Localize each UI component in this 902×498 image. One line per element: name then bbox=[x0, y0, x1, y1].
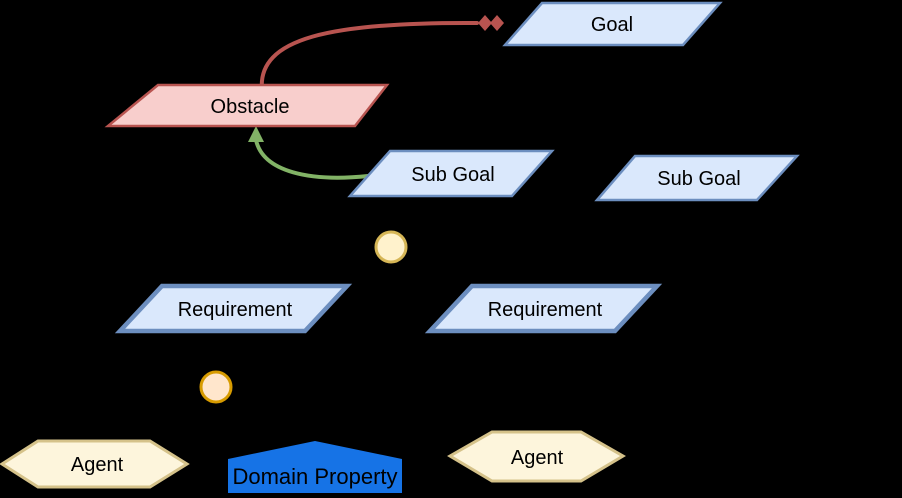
requirement-right-shape bbox=[424, 283, 663, 334]
domain-property-label: Domain Property bbox=[232, 464, 397, 489]
goal-label: Goal bbox=[591, 14, 633, 36]
domain-property-shape bbox=[228, 441, 402, 493]
resolution-arrowhead bbox=[248, 126, 264, 142]
agent-left-label: Agent bbox=[71, 454, 124, 476]
subgoal-node-right[interactable]: Sub Goal bbox=[594, 154, 800, 202]
subgoal-right-label: Sub Goal bbox=[657, 168, 740, 190]
agent-node-right[interactable]: Agent bbox=[447, 430, 626, 483]
agent-left-shape bbox=[0, 439, 190, 489]
obstacle-shape bbox=[104, 83, 390, 128]
subgoal-node-left[interactable]: Sub Goal bbox=[347, 149, 555, 198]
requirement-node-left[interactable]: Requirement bbox=[114, 283, 353, 334]
subgoal-right-shape bbox=[594, 154, 800, 202]
refinement-connector-bottom[interactable] bbox=[199, 370, 233, 404]
agent-node-left[interactable]: Agent bbox=[0, 439, 190, 489]
agent-right-label: Agent bbox=[511, 447, 564, 469]
refinement-connector-top[interactable] bbox=[374, 230, 408, 264]
requirement-right-label: Requirement bbox=[488, 299, 603, 321]
goal-node[interactable]: Goal bbox=[502, 1, 723, 47]
requirement-node-right[interactable]: Requirement bbox=[424, 283, 663, 334]
resolution-curve bbox=[254, 138, 370, 180]
obstruction-edge[interactable] bbox=[259, 15, 504, 92]
requirement-left-shape bbox=[114, 283, 353, 334]
domain-property-node[interactable]: Domain Property bbox=[228, 441, 402, 493]
subgoal-left-shape bbox=[347, 149, 555, 198]
agent-right-shape bbox=[447, 430, 626, 483]
obstacle-node[interactable]: Obstacle bbox=[104, 83, 390, 128]
obstacle-label: Obstacle bbox=[211, 96, 290, 118]
subgoal-left-label: Sub Goal bbox=[411, 164, 494, 186]
connector-stub bbox=[202, 399, 211, 406]
resolution-edge[interactable] bbox=[248, 126, 370, 180]
goal-shape bbox=[502, 1, 723, 47]
obstruction-curve bbox=[259, 20, 479, 92]
requirement-left-label: Requirement bbox=[178, 299, 293, 321]
obstruction-double-diamond-marker bbox=[478, 15, 504, 31]
